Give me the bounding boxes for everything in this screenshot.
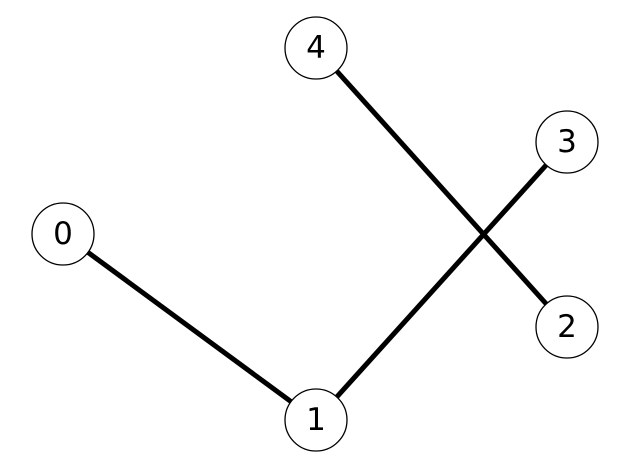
node-1: 1 [284, 388, 348, 452]
node-0: 0 [31, 202, 95, 266]
node-3: 3 [535, 110, 599, 174]
edge-0-1 [61, 231, 318, 423]
edge-4-2 [314, 46, 569, 329]
node-circle [535, 110, 599, 174]
node-label: 3 [557, 124, 577, 160]
edge-1-3 [314, 140, 569, 422]
node-circle [31, 202, 95, 266]
node-label: 2 [557, 309, 577, 345]
node-circle [535, 295, 599, 359]
node-circle [284, 388, 348, 452]
node-label: 4 [306, 30, 326, 66]
nodes-layer: 0 1 2 3 4 [31, 16, 599, 452]
edges-layer [61, 46, 569, 423]
node-label: 1 [306, 402, 326, 438]
node-circle [284, 16, 348, 80]
node-label: 0 [53, 216, 73, 252]
node-4: 4 [284, 16, 348, 80]
node-2: 2 [535, 295, 599, 359]
